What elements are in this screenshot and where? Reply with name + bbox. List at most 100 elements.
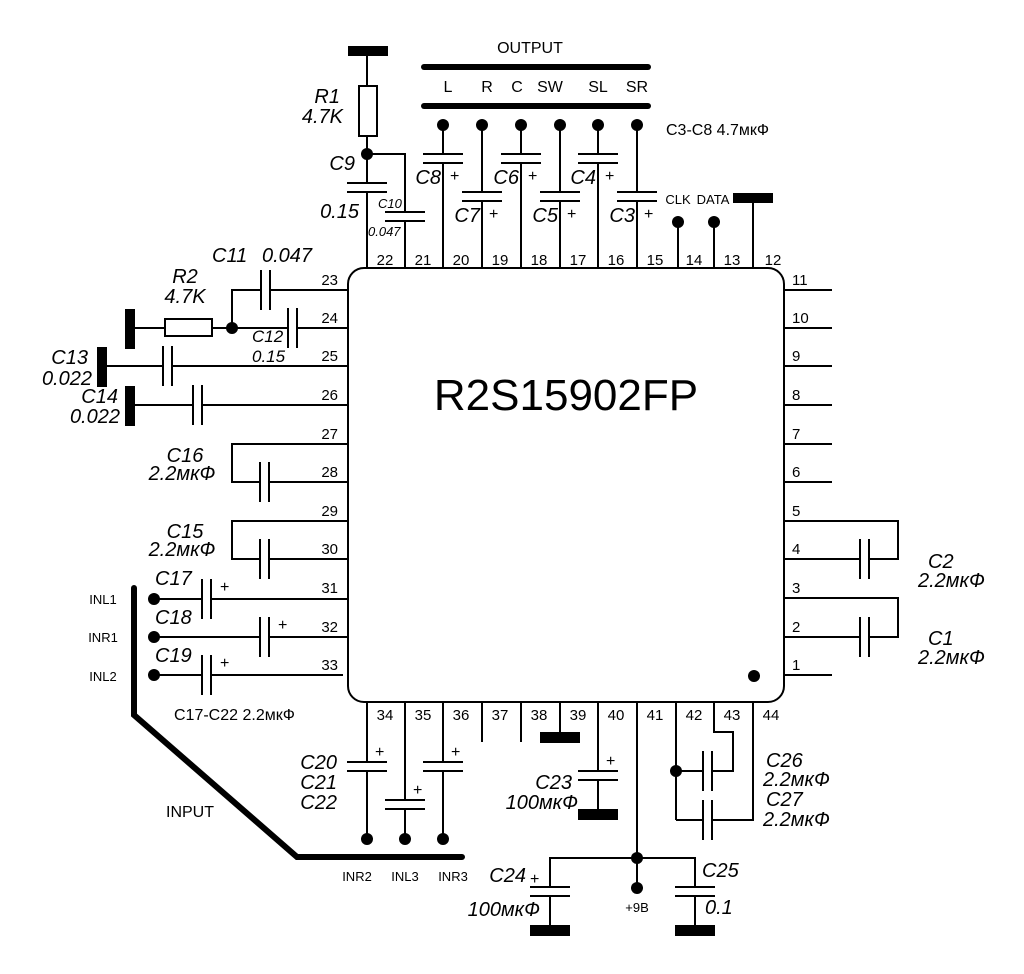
inr2-terminal — [361, 833, 373, 845]
c23-plus: + — [606, 753, 615, 770]
c9-value: 0.15 — [320, 201, 360, 223]
inl3-label: INL3 — [391, 869, 418, 884]
pin-label: 40 — [608, 707, 625, 724]
c26-name: C26 — [766, 750, 804, 772]
c24-name: C24 — [489, 865, 526, 887]
c20-name: C20 — [300, 752, 337, 774]
data-label: DATA — [697, 192, 730, 207]
c17-name: C17 — [155, 568, 193, 590]
pin-label: 32 — [321, 619, 338, 636]
c20-plus: + — [375, 744, 384, 761]
pin-label: 31 — [321, 580, 338, 597]
r2-name: R2 — [172, 266, 198, 288]
output-cap-note: C3-C8 4.7мкФ — [666, 122, 769, 139]
pin-label: 37 — [492, 707, 509, 724]
pin-label: 43 — [724, 707, 741, 724]
pin-label: 34 — [377, 707, 394, 724]
c25-name: C25 — [702, 860, 740, 882]
output-channel-label: R — [481, 79, 493, 96]
pin-label: 15 — [647, 252, 664, 269]
c7-plus: + — [489, 206, 498, 223]
output-channel-label: C — [511, 79, 523, 96]
pin-label: 2 — [792, 619, 800, 636]
inl3-terminal — [399, 833, 411, 845]
pin-label: 19 — [492, 252, 509, 269]
pin-label: 36 — [453, 707, 470, 724]
r1-value: 4.7K — [302, 106, 345, 128]
inl2-label: INL2 — [89, 669, 116, 684]
pin-label: 24 — [321, 310, 338, 327]
pin-label: 20 — [453, 252, 470, 269]
c21-name: C21 — [300, 772, 337, 794]
pin-label: 14 — [686, 252, 703, 269]
c22-name: C22 — [300, 792, 337, 814]
c2-name: C2 — [928, 551, 954, 573]
c12-value: 0.15 — [252, 347, 286, 366]
input-title: INPUT — [166, 804, 214, 821]
pin-label: 13 — [724, 252, 741, 269]
c1-name: C1 — [928, 628, 954, 650]
c23-name: C23 — [535, 772, 572, 794]
resistor-r1 — [358, 85, 378, 137]
output-channel-label: SL — [588, 79, 608, 96]
pin-label: 42 — [686, 707, 703, 724]
pin-label: 12 — [765, 252, 782, 269]
c24-value: 100мкФ — [468, 899, 541, 921]
c6-plus: + — [528, 168, 537, 185]
c22-plus: + — [451, 744, 460, 761]
ground-c25 — [675, 925, 715, 936]
ground-r2 — [125, 309, 135, 349]
c21-plus: + — [413, 782, 422, 799]
ground-c24 — [530, 925, 570, 936]
pin-label: 7 — [792, 426, 800, 443]
pin-label: 25 — [321, 348, 338, 365]
pin-label: 35 — [415, 707, 432, 724]
pin-label: 22 — [377, 252, 394, 269]
c14-name: C14 — [81, 386, 118, 408]
c5-name: C5 — [532, 205, 558, 227]
c17-plus: + — [220, 579, 229, 596]
pin-label: 6 — [792, 464, 800, 481]
c7-name: C7 — [454, 205, 480, 227]
c4-plus: + — [605, 168, 614, 185]
pin-label: 41 — [647, 707, 664, 724]
pin-label: 17 — [570, 252, 587, 269]
ground-c13 — [97, 347, 107, 387]
inr2-label: INR2 — [342, 869, 372, 884]
output-capacitors: C8+C7+C6+C5+C4+C3+ — [415, 119, 657, 268]
c18-plus: + — [278, 617, 287, 634]
c4-name: C4 — [570, 167, 596, 189]
pin-label: 16 — [608, 252, 625, 269]
c2-value: 2.2мкФ — [917, 570, 985, 592]
pin-label: 8 — [792, 387, 800, 404]
c6-name: C6 — [493, 167, 519, 189]
c13-name: C13 — [51, 347, 88, 369]
c13-value: 0.022 — [42, 368, 92, 390]
pin-label: 39 — [570, 707, 587, 724]
r2-value: 4.7K — [164, 286, 207, 308]
chip-name: R2S15902FP — [434, 371, 698, 420]
pin-label: 30 — [321, 541, 338, 558]
pin-label: 11 — [792, 272, 808, 289]
c8-plus: + — [450, 168, 459, 185]
c19-name: C19 — [155, 645, 192, 667]
c10-value: 0.047 — [368, 224, 401, 239]
c11-name: C11 — [212, 245, 247, 267]
pin-label: 9 — [792, 348, 800, 365]
pin-label: 26 — [321, 387, 338, 404]
power-label: +9В — [625, 900, 649, 915]
inr3-terminal — [437, 833, 449, 845]
c9-name: C9 — [329, 153, 355, 175]
pin-label: 38 — [531, 707, 548, 724]
pin-label: 1 — [792, 657, 800, 674]
input-cap-note: C17-C22 2.2мкФ — [174, 707, 295, 724]
inr1-label: INR1 — [88, 630, 118, 645]
pin-label: 18 — [531, 252, 548, 269]
pin-label: 27 — [321, 426, 338, 443]
output-channel-label: SR — [626, 79, 648, 96]
